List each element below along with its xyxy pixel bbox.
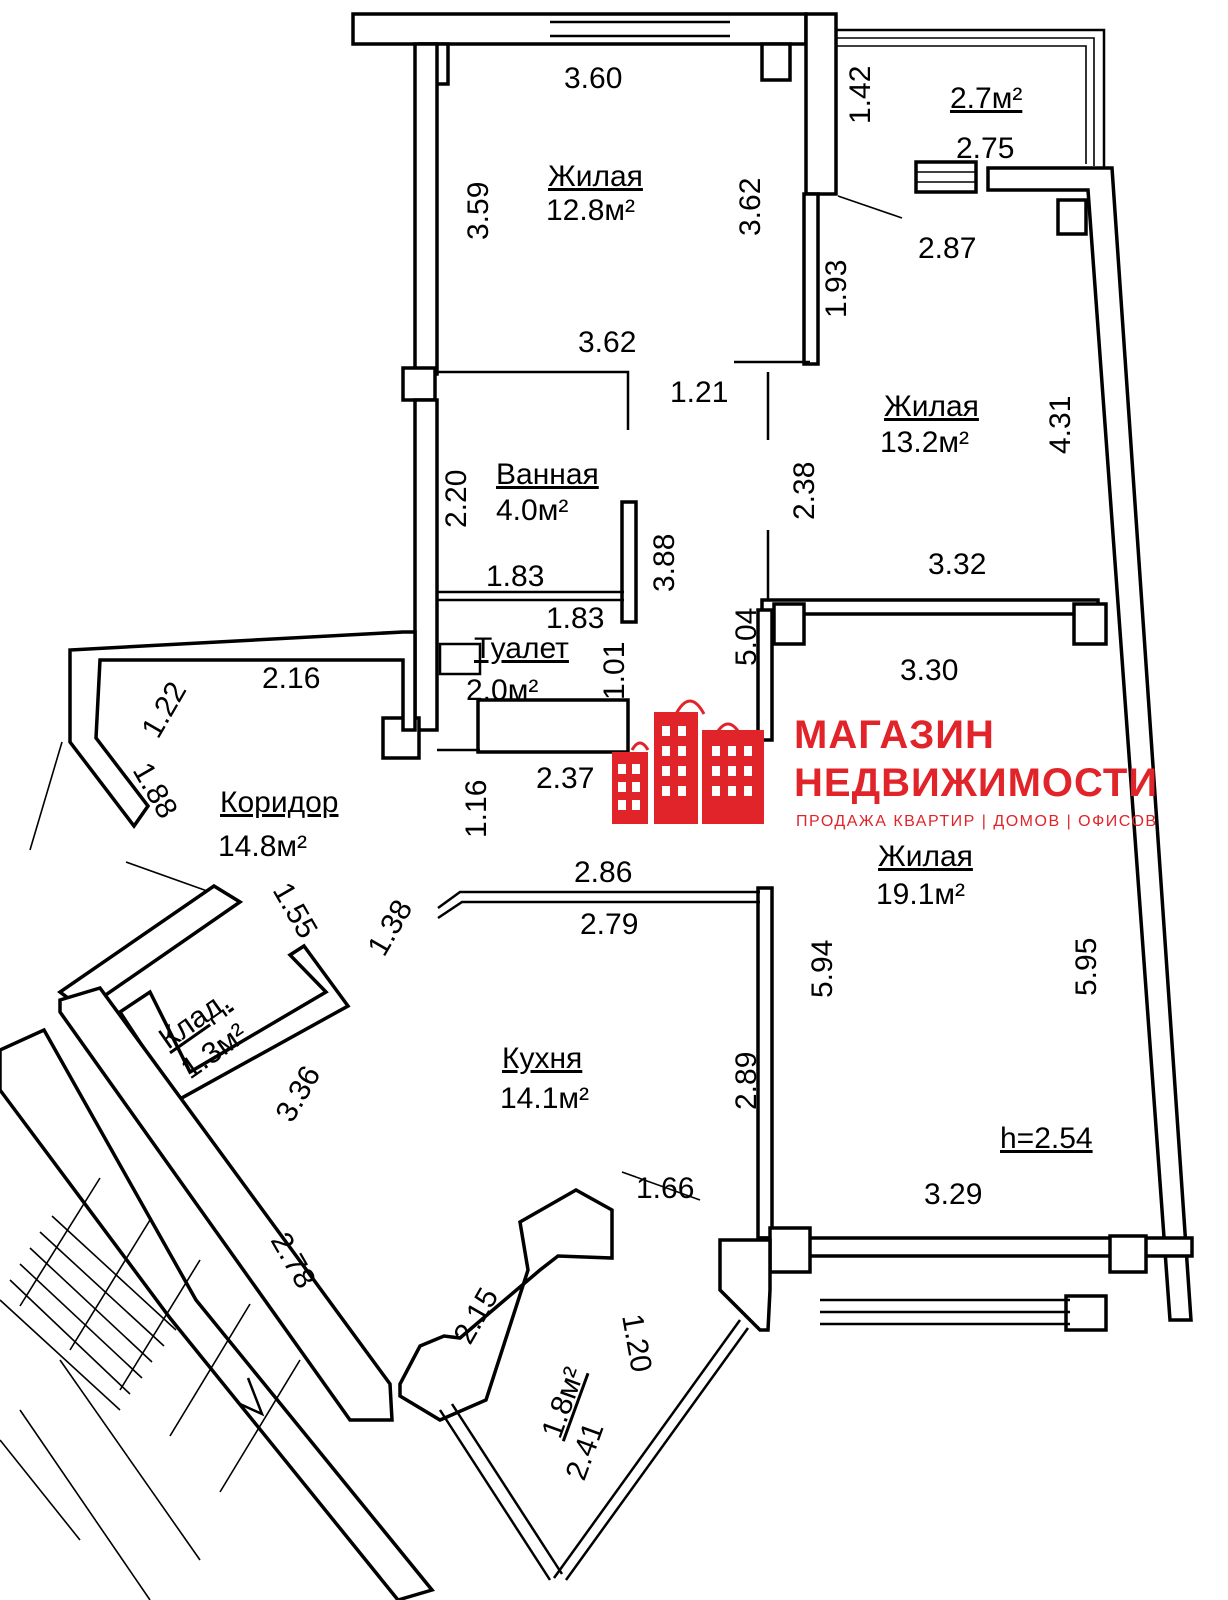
dim-label: 3.62 xyxy=(734,178,767,236)
dim-label: 2.86 xyxy=(574,856,632,889)
dim-label: 3.60 xyxy=(564,62,622,95)
ceiling-height: h=2.54 xyxy=(1000,1122,1093,1155)
dim-label: 2.75 xyxy=(956,132,1014,165)
wall-left-upper xyxy=(413,42,439,376)
dim-label: 1.22 xyxy=(135,676,193,743)
dim-label: 1.38 xyxy=(361,894,419,961)
room-living2-area: 13.2м² xyxy=(880,426,969,459)
dim-label: 3.32 xyxy=(928,548,986,581)
brand-title-line2: НЕДВИЖИМОСТИ xyxy=(794,761,1158,805)
dim-label: 2.87 xyxy=(918,232,976,265)
dim-label: 1.66 xyxy=(636,1172,694,1205)
dim-label: 1.55 xyxy=(266,877,324,944)
room-living3-area: 19.1м² xyxy=(876,878,965,911)
dim-label: 3.88 xyxy=(648,534,681,592)
wall-center-upper xyxy=(804,12,838,196)
dim-label: 1.83 xyxy=(486,560,544,593)
dim-label: 3.59 xyxy=(462,182,495,240)
dim-label: 2.16 xyxy=(262,662,320,695)
room-living3-name: Жилая xyxy=(878,840,973,873)
dim-label: 1.42 xyxy=(844,66,877,124)
dim-label: 3.62 xyxy=(578,326,636,359)
dim-label: 5.04 xyxy=(730,608,763,666)
dim-label: 1.20 xyxy=(615,1311,658,1374)
building-logo-icon xyxy=(612,699,764,824)
room-living1-name: Жилая xyxy=(548,160,643,193)
room-living2-name: Жилая xyxy=(884,390,979,423)
dim-label: 3.36 xyxy=(269,1060,327,1127)
balcony-top-area: 2.7м² xyxy=(950,82,1022,115)
dim-label: 2.89 xyxy=(730,1052,763,1110)
room-kitchen-area: 14.1м² xyxy=(500,1082,589,1115)
room-corridor-name: Коридор xyxy=(220,786,338,819)
dim-label: 5.94 xyxy=(806,940,839,998)
dim-label: 1.16 xyxy=(460,780,493,838)
dim-label: 2.20 xyxy=(440,470,473,528)
room-toilet-area: 2.0м² xyxy=(466,674,538,707)
room-bathroom-area: 4.0м² xyxy=(496,494,568,527)
dim-label: 5.95 xyxy=(1070,938,1103,996)
room-bathroom-name: Ванная xyxy=(496,458,599,491)
dim-label: 1.21 xyxy=(670,376,728,409)
wall-right-outer xyxy=(986,166,1193,1322)
walls xyxy=(0,12,1194,1600)
room-toilet-name: Туалет xyxy=(474,632,569,665)
wall-corridor-left xyxy=(68,630,417,829)
dim-label: 2.37 xyxy=(536,762,594,795)
room-kitchen-name: Кухня xyxy=(502,1042,582,1075)
dim-label: 2.38 xyxy=(788,462,821,520)
dim-label: 4.31 xyxy=(1044,396,1077,454)
watermark: МАГАЗИН НЕДВИЖИМОСТИ ПРОДАЖА КВАРТИР | Д… xyxy=(612,699,1158,830)
wall-top xyxy=(351,12,808,46)
dim-label: 1.93 xyxy=(820,260,853,318)
dim-label: 1.01 xyxy=(598,642,631,700)
room-living1-area: 12.8м² xyxy=(546,194,635,227)
dim-label: 3.29 xyxy=(924,1178,982,1211)
dim-label: 2.79 xyxy=(580,908,638,941)
wall-stair xyxy=(0,1027,436,1600)
room-corridor-area: 14.8м² xyxy=(218,830,307,863)
brand-subtitle: ПРОДАЖА КВАРТИР | ДОМОВ | ОФИСОВ xyxy=(796,813,1158,830)
dim-label: 1.83 xyxy=(546,602,604,635)
brand-title-line1: МАГАЗИН xyxy=(794,713,995,757)
dim-label: 3.30 xyxy=(900,654,958,687)
